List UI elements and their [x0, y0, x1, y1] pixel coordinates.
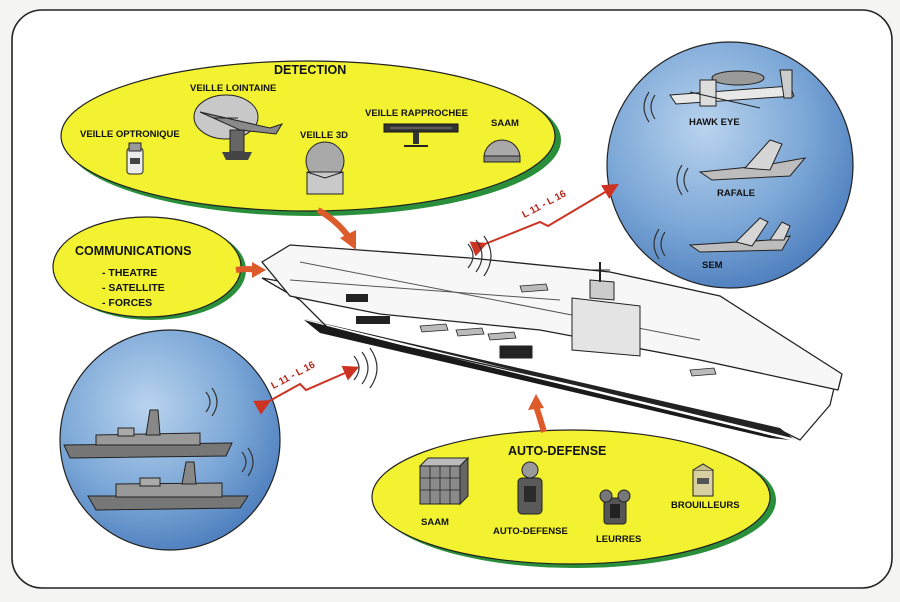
aircraft-circle: [606, 41, 854, 289]
leurres-icon: [599, 489, 631, 525]
label-veille-3d: VEILLE 3D: [300, 130, 349, 141]
label-brouilleurs: BROUILLEURS: [671, 500, 740, 511]
auto-defense-title: AUTO-DEFENSE: [508, 444, 607, 458]
label-rafale: RAFALE: [717, 188, 755, 199]
aircraft-radio-waves: [643, 91, 689, 260]
label-sem: SEM: [702, 260, 723, 271]
communications-item: - THEATRE: [102, 267, 158, 279]
rafale-icon: [698, 139, 807, 181]
label-detection-saam: SAAM: [491, 118, 519, 129]
aircraft-carrier-icon: [261, 244, 843, 441]
communications-item: - SATELLITE: [102, 282, 165, 294]
carrier-radio-waves: [353, 235, 492, 389]
auto-defense-turret-icon: [517, 461, 543, 515]
label-auto-defense: AUTO-DEFENSE: [493, 526, 568, 537]
sem-icon: [688, 217, 791, 253]
communications-item: - FORCES: [102, 297, 153, 309]
detection-bubble: [60, 60, 561, 216]
hawk-eye-icon: [669, 69, 795, 109]
label-leurres: LEURRES: [596, 534, 642, 545]
veille-optronique-icon: [126, 142, 144, 175]
flow-arrows: [235, 207, 547, 433]
ships-circle: [59, 329, 281, 551]
detection-saam-icon: [483, 139, 521, 163]
label-veille-rapprochee: VEILLE RAPPROCHEE: [365, 108, 468, 119]
frigate-2-icon: [87, 461, 249, 511]
auto-defense-bubble: [371, 429, 776, 568]
veille-rapprochee-icon: [383, 123, 459, 147]
label-veille-lointaine: VEILLE LOINTAINE: [190, 83, 277, 94]
veille-3d-icon: [305, 141, 345, 195]
veille-lointaine-icon: [193, 94, 284, 160]
ships-radio-waves: [205, 387, 254, 477]
label-veille-optronique: VEILLE OPTRONIQUE: [80, 129, 180, 140]
label-auto-defense-saam: SAAM: [421, 517, 449, 528]
detection-title: DETECTION: [274, 63, 347, 77]
communications-title: COMMUNICATIONS: [75, 244, 192, 258]
label-hawk-eye: HAWK EYE: [689, 117, 740, 128]
data-link-lower: [253, 365, 360, 415]
frigate-1-icon: [63, 409, 233, 459]
data-link-upper: [469, 183, 619, 257]
brouilleurs-icon: [692, 463, 714, 497]
communications-bubble: [52, 216, 246, 320]
auto-defense-saam-icon: [418, 456, 470, 506]
